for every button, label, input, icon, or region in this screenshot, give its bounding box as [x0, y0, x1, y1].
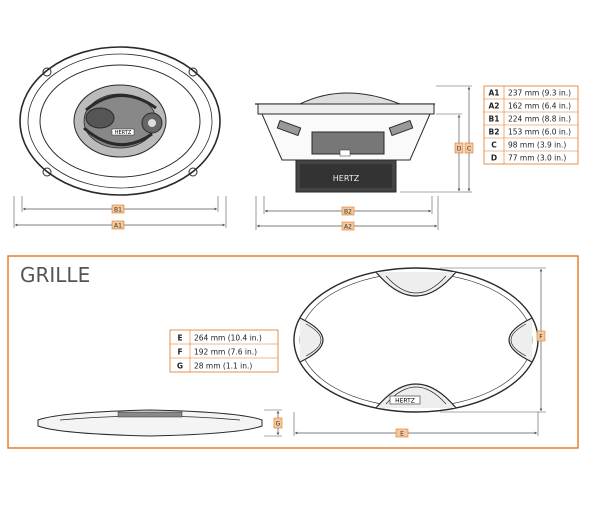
dim-c-label: C: [467, 146, 471, 153]
spec-key: C: [491, 141, 497, 150]
grille-spec-table: E 264 mm (10.4 in.) F 192 mm (7.6 in.) G 28 m…: [169, 329, 279, 373]
dim-f-label: F: [539, 334, 543, 341]
speaker-spec-table: A1 237 mm (9.3 in.) A2 162 mm (6.4 in.) B1 22…: [483, 85, 579, 165]
dim-d-label: D: [457, 146, 462, 153]
spec-key: F: [177, 348, 182, 357]
spec-key: D: [491, 154, 497, 163]
grille-brand-label: HERTZ: [395, 398, 415, 405]
grille-panel: GRILLE E 264 mm (10.4 in.) F 192 mm (7.6 in…: [7, 255, 579, 449]
spec-value: 77 mm (3.0 in.): [508, 154, 566, 163]
spec-key: B2: [489, 128, 500, 137]
spec-key: B1: [489, 115, 500, 124]
grille-front-view: HERTZ E F: [293, 267, 546, 438]
spec-value: 237 mm (9.3 in.): [508, 89, 571, 98]
side-brand-label: HERTZ: [333, 174, 360, 183]
dim-a1-label: A1: [114, 223, 122, 230]
dim-g-label: G: [276, 421, 281, 428]
spec-key: E: [177, 334, 182, 343]
spec-key: G: [177, 362, 183, 371]
spec-value: 224 mm (8.8 in.): [508, 115, 571, 124]
dim-e-label: E: [400, 431, 404, 438]
dim-a2-label: A2: [344, 224, 352, 231]
spec-key: A1: [488, 89, 499, 98]
spec-value: 162 mm (6.4 in.): [508, 102, 571, 111]
front-brand-label: HERTZ: [115, 130, 132, 136]
dim-b1-label: B1: [114, 207, 122, 214]
spec-value: 264 mm (10.4 in.): [194, 334, 262, 343]
spec-value: 192 mm (7.6 in.): [194, 348, 257, 357]
spec-value: 28 mm (1.1 in.): [194, 362, 252, 371]
spec-value: 98 mm (3.9 in.): [508, 141, 566, 150]
dim-b2-label: B2: [344, 209, 352, 216]
spec-value: 153 mm (6.0 in.): [508, 128, 571, 137]
grille-title: GRILLE: [20, 263, 90, 287]
speaker-side-view: HERTZ B2 A2 D C: [255, 85, 474, 231]
speaker-front-view: HERTZ B1 A1: [13, 46, 227, 230]
spec-key: A2: [488, 102, 499, 111]
grille-side-view: G: [37, 409, 283, 437]
